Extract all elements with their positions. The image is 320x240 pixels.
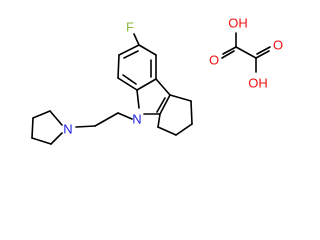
carbonyl-oxygen-right-label: O	[273, 38, 283, 53]
cyclohexane-ring	[157, 94, 193, 136]
structure-diagram: F N N OH O O OH	[31, 16, 283, 145]
carbonyl-oxygen-left-label: O	[209, 53, 219, 68]
ring-nitrogen-label: N	[132, 112, 141, 127]
fluorine-label: F	[126, 20, 134, 35]
ethyl-linker	[75, 112, 133, 128]
pyrrolidine-ring	[31, 110, 63, 145]
c-f-bond	[133, 33, 140, 46]
pyrrole-ring	[136, 78, 171, 115]
pyrrolidine-nitrogen-label: N	[63, 122, 72, 137]
hydroxyl-bottom-label: OH	[248, 76, 268, 91]
oxalic-acid-molecule: OH O O OH	[209, 16, 283, 91]
carbazole-molecule: F N N	[31, 20, 193, 145]
hydroxyl-top-label: OH	[228, 16, 248, 31]
benzene-ring	[117, 44, 157, 91]
